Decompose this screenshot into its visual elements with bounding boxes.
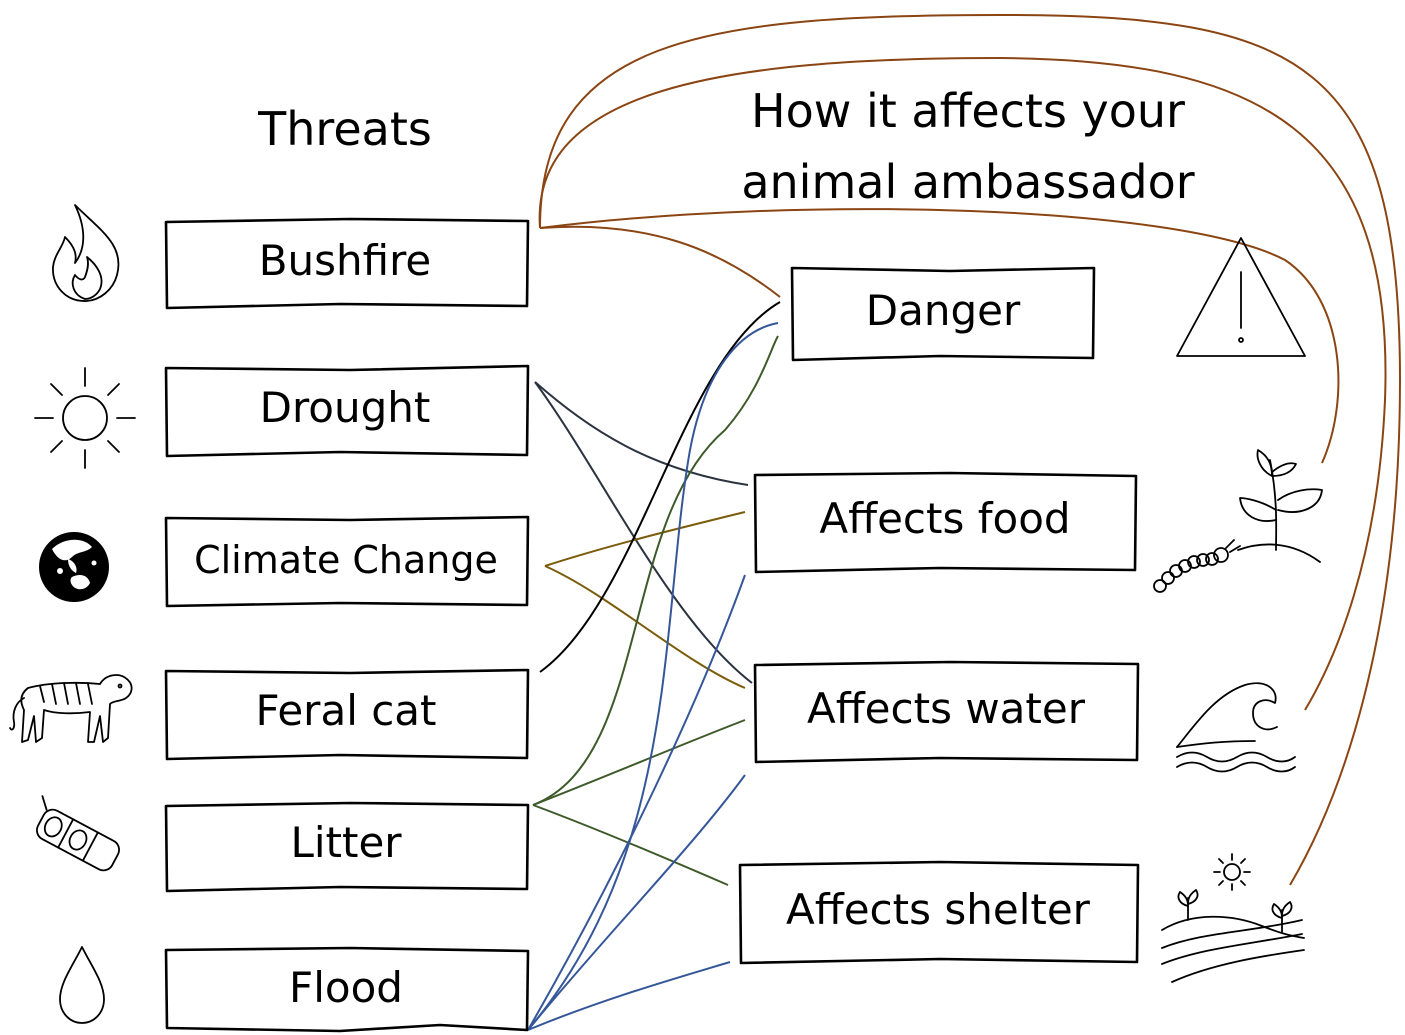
effects-heading-line1: How it affects your (751, 84, 1185, 138)
effect-box-shelter: Affects shelter (738, 860, 1140, 965)
connection-bushfire-food (539, 208, 1340, 464)
threat-box-feral-cat: Feral cat (164, 668, 530, 761)
water-drop-icon (59, 946, 105, 1024)
threat-label: Bushfire (259, 236, 432, 285)
connection-drought-water (534, 381, 753, 684)
warning-icon (1176, 237, 1306, 357)
effect-label: Danger (866, 286, 1021, 335)
connection-litter-shelter (532, 804, 729, 886)
plastic-rings-icon (36, 795, 120, 872)
threat-box-climate-change: Climate Change (164, 515, 530, 608)
flame-icon (52, 204, 120, 302)
effects-heading-line2: animal ambassador (741, 155, 1194, 209)
threat-label: Flood (289, 963, 403, 1012)
sun-icon (34, 367, 136, 469)
threats-heading: Threats (257, 102, 432, 156)
threat-label: Climate Change (194, 538, 498, 582)
connection-bushfire-danger (539, 225, 781, 298)
threat-label: Feral cat (255, 686, 436, 735)
threat-label: Litter (290, 818, 402, 867)
connection-bushfire-shelter (539, 13, 1402, 886)
globe-icon (39, 532, 109, 602)
connection-flood-danger (527, 322, 779, 1031)
landscape-icon (1161, 853, 1305, 983)
connection-drought-food (534, 381, 749, 486)
plant-caterpillar-icon (1153, 449, 1323, 593)
threat-label: Drought (260, 383, 431, 432)
threat-box-bushfire: Bushfire (164, 217, 530, 310)
tiger-icon (9, 674, 133, 743)
connection-flood-water (527, 774, 746, 1031)
wave-icon (1176, 682, 1296, 773)
connection-climate-water (544, 565, 746, 689)
effect-box-danger: Danger (790, 266, 1096, 362)
effect-label: Affects food (819, 494, 1070, 543)
threat-box-litter: Litter (164, 801, 530, 893)
connection-climate-food (544, 511, 746, 567)
threat-box-flood: Flood (164, 946, 530, 1033)
connections (527, 13, 1402, 1031)
effect-label: Affects water (807, 684, 1086, 733)
effect-box-food: Affects food (753, 471, 1138, 574)
effect-label: Affects shelter (786, 885, 1091, 934)
connection-bushfire-water (538, 56, 1387, 711)
connection-litter-danger (532, 335, 779, 806)
connection-litter-water (532, 719, 746, 806)
effect-box-water: Affects water (753, 660, 1140, 764)
connection-feralcat-danger (539, 301, 781, 673)
connection-flood-food (527, 574, 746, 1031)
threat-box-drought: Drought (164, 364, 530, 458)
connection-flood-shelter (527, 961, 731, 1031)
